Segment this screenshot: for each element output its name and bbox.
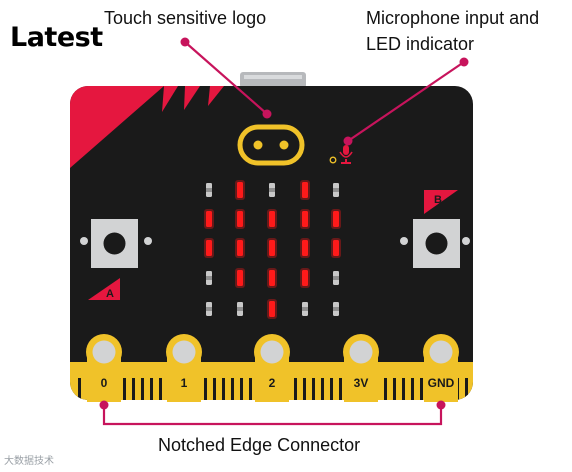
led-on bbox=[302, 211, 308, 227]
edge-pin-hole bbox=[429, 340, 453, 364]
edge-pin-hole bbox=[349, 340, 373, 364]
watermark: 大数据技术 bbox=[4, 456, 54, 467]
led-off-band bbox=[269, 188, 275, 192]
led-on bbox=[333, 211, 339, 227]
led-off-band bbox=[333, 276, 339, 280]
edge-pin-1[interactable]: 1 bbox=[166, 334, 202, 402]
callout-edge-bracket bbox=[99, 400, 446, 426]
edge-finger-gap bbox=[141, 378, 144, 400]
button-b-label: B bbox=[434, 194, 442, 206]
edge-finger-gap bbox=[312, 378, 315, 400]
edge-finger-gap bbox=[402, 378, 405, 400]
led-on bbox=[206, 211, 212, 227]
edge-pin-hole bbox=[172, 340, 196, 364]
led-off-band bbox=[333, 188, 339, 192]
edge-pin-2[interactable]: 2 bbox=[254, 334, 290, 402]
led-on bbox=[269, 240, 275, 256]
led-on bbox=[302, 182, 308, 198]
edge-pin-hole bbox=[92, 340, 116, 364]
edge-finger-gap bbox=[321, 378, 324, 400]
edge-finger-gap bbox=[339, 378, 342, 400]
led-on bbox=[269, 270, 275, 286]
edge-pin-gnd[interactable]: GND bbox=[423, 334, 459, 402]
edge-finger-gap bbox=[159, 378, 162, 400]
edge-finger-gap bbox=[150, 378, 153, 400]
edge-finger-gap bbox=[393, 378, 396, 400]
edge-finger-gap bbox=[330, 378, 333, 400]
edge-pins: 0 1 2 3V GND bbox=[86, 334, 459, 402]
edge-finger-gap bbox=[249, 378, 252, 400]
led-on bbox=[269, 211, 275, 227]
edge-finger-gap bbox=[411, 378, 414, 400]
edge-pin-3v[interactable]: 3V bbox=[343, 334, 379, 402]
edge-finger-gap bbox=[240, 378, 243, 400]
button-b-label-tab bbox=[424, 190, 458, 214]
led-on bbox=[237, 240, 243, 256]
edge-finger-gap bbox=[213, 378, 216, 400]
callout-mic-line bbox=[343, 57, 469, 146]
button-a-label: A bbox=[106, 288, 114, 300]
led-off-band bbox=[206, 276, 212, 280]
page-title: Latest bbox=[10, 22, 103, 53]
callout-mic-label-line1: Microphone input and bbox=[366, 8, 540, 28]
edge-finger-gap bbox=[132, 378, 135, 400]
microphone-icon bbox=[329, 145, 353, 164]
edge-finger-gap bbox=[420, 378, 423, 400]
led-on bbox=[237, 211, 243, 227]
led-on bbox=[302, 270, 308, 286]
callout-logo-line bbox=[180, 37, 272, 119]
board-accent-stripes bbox=[70, 86, 224, 168]
edge-pin-label: 1 bbox=[181, 376, 188, 390]
edge-finger-gap bbox=[465, 378, 468, 400]
led-on bbox=[333, 240, 339, 256]
edge-pin-label: GND bbox=[428, 376, 455, 390]
edge-pin-hole bbox=[260, 340, 284, 364]
edge-finger-gap bbox=[222, 378, 225, 400]
edge-finger-gap bbox=[294, 378, 297, 400]
edge-finger-gap bbox=[123, 378, 126, 400]
led-off-band bbox=[237, 307, 243, 311]
edge-pin-label: 0 bbox=[101, 376, 108, 390]
edge-pin-0[interactable]: 0 bbox=[86, 334, 122, 402]
led-on bbox=[237, 270, 243, 286]
led-off-band bbox=[206, 188, 212, 192]
edge-finger-gap bbox=[303, 378, 306, 400]
button-a-label-tab bbox=[88, 278, 120, 300]
led-on bbox=[206, 240, 212, 256]
led-on bbox=[237, 182, 243, 198]
led-off-band bbox=[302, 307, 308, 311]
callout-logo-label: Touch sensitive logo bbox=[104, 8, 267, 28]
edge-finger-gap bbox=[384, 378, 387, 400]
led-off-band bbox=[206, 307, 212, 311]
button-a[interactable] bbox=[80, 219, 152, 268]
usb-connector bbox=[240, 72, 306, 88]
led-matrix bbox=[204, 180, 341, 319]
edge-pin-label: 3V bbox=[354, 376, 369, 390]
edge-finger-gap bbox=[231, 378, 234, 400]
led-off-band bbox=[333, 307, 339, 311]
led-on bbox=[302, 240, 308, 256]
callout-mic-label-line2: LED indicator bbox=[366, 34, 475, 54]
callout-edge-label: Notched Edge Connector bbox=[158, 435, 361, 455]
led-on bbox=[269, 301, 275, 317]
button-b[interactable] bbox=[400, 219, 470, 268]
edge-pin-label: 2 bbox=[269, 376, 276, 390]
touch-logo-icon[interactable] bbox=[237, 124, 305, 166]
edge-finger-gap bbox=[204, 378, 207, 400]
edge-finger-gap bbox=[78, 378, 81, 400]
